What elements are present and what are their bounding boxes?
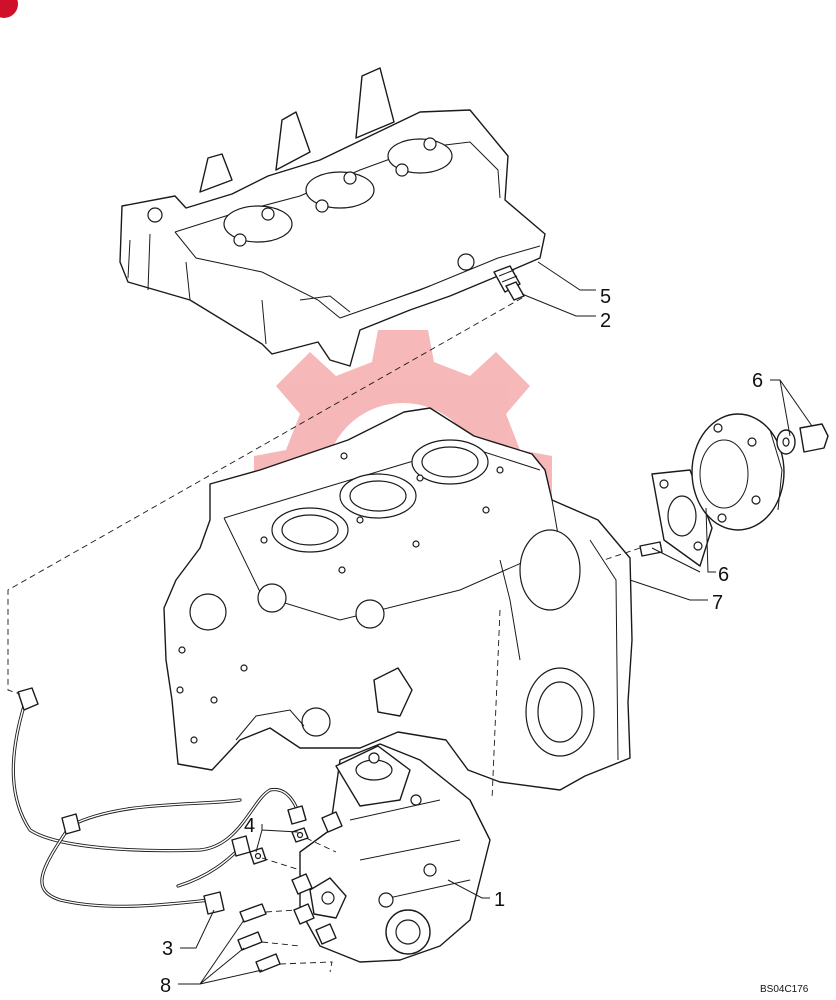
injection-pump [291,743,491,963]
dash-line-plug-to-harness [7,297,523,695]
drawing-reference-code: BS04C176 [760,984,809,995]
callout-3: 3 [162,938,173,960]
leader-2 [521,293,596,317]
engine-block [163,407,633,791]
pump-flange [691,413,785,531]
leader-1 [447,879,490,899]
callout-4: 4 [244,815,255,837]
leader-6-top [770,379,813,437]
wiring-harness [11,687,307,915]
dash-line-gasket-to-block [603,547,641,561]
cylinder-head [119,67,546,367]
leader-6-bottom [651,507,716,573]
dash-line-studs-to-pump [261,909,333,973]
stud-bolts [237,903,281,973]
leader-3 [180,909,215,949]
callout-7: 7 [712,592,723,614]
callout-5: 5 [600,286,611,308]
nut-pair [249,827,309,865]
callout-1: 1 [494,889,505,911]
leader-7 [629,579,708,601]
leader-5 [537,261,596,291]
callout-6-bottom: 6 [718,564,729,586]
callout-2: 2 [600,310,611,332]
dash-line-pump-to-block [491,609,501,801]
leader-4 [255,824,299,853]
callout-6-top: 6 [752,370,763,392]
dash-line-nut-to-pump [261,837,337,871]
dowel-pin [639,541,663,557]
callout-8: 8 [160,975,171,997]
threaded-plug [493,265,525,301]
washer-and-nut [776,423,829,455]
corner-badge [0,0,18,18]
leader-8 [178,919,263,985]
